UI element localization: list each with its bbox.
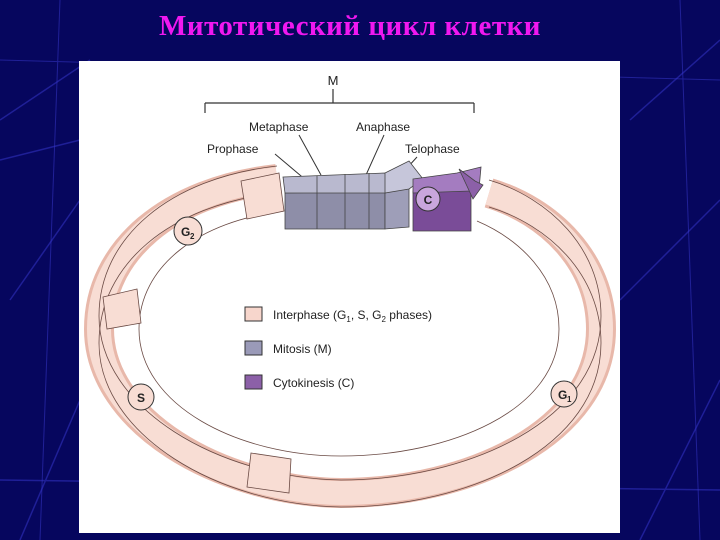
svg-text:2: 2 [190, 232, 195, 241]
telophase-label: Telophase [405, 142, 460, 156]
c-marker: C [416, 187, 440, 211]
svg-text:C: C [424, 193, 433, 207]
prophase-label: Prophase [207, 142, 259, 156]
svg-text:Interphase (G1, S, G2 phases): Interphase (G1, S, G2 phases) [273, 308, 432, 324]
svg-text:Cytokinesis (C): Cytokinesis (C) [273, 376, 354, 390]
svg-text:1: 1 [567, 395, 572, 404]
svg-text:S: S [137, 391, 145, 405]
m-bracket [205, 89, 474, 113]
mitosis-block [283, 161, 423, 229]
metaphase-label: Metaphase [249, 120, 309, 134]
s-marker: S [128, 384, 154, 410]
svg-text:G: G [558, 388, 567, 402]
anaphase-label: Anaphase [356, 120, 410, 134]
cell-cycle-figure: M Metaphase Anaphase Prophase Telophase [79, 61, 620, 533]
legend-item-mitosis: Mitosis (M) [245, 341, 332, 356]
legend-item-interphase: Interphase (G1, S, G2 phases) [245, 307, 432, 324]
slide-title: Митотический цикл клетки [0, 10, 700, 43]
svg-text:Mitosis (M): Mitosis (M) [273, 342, 332, 356]
g2-marker: G 2 [174, 217, 202, 245]
m-label: M [328, 73, 339, 88]
cell-cycle-diagram: M Metaphase Anaphase Prophase Telophase [79, 61, 620, 533]
legend: Interphase (G1, S, G2 phases) Mitosis (M… [245, 307, 432, 390]
g1-marker: G 1 [551, 381, 577, 407]
svg-text:G: G [181, 225, 190, 239]
legend-item-cytokinesis: Cytokinesis (C) [245, 375, 354, 390]
